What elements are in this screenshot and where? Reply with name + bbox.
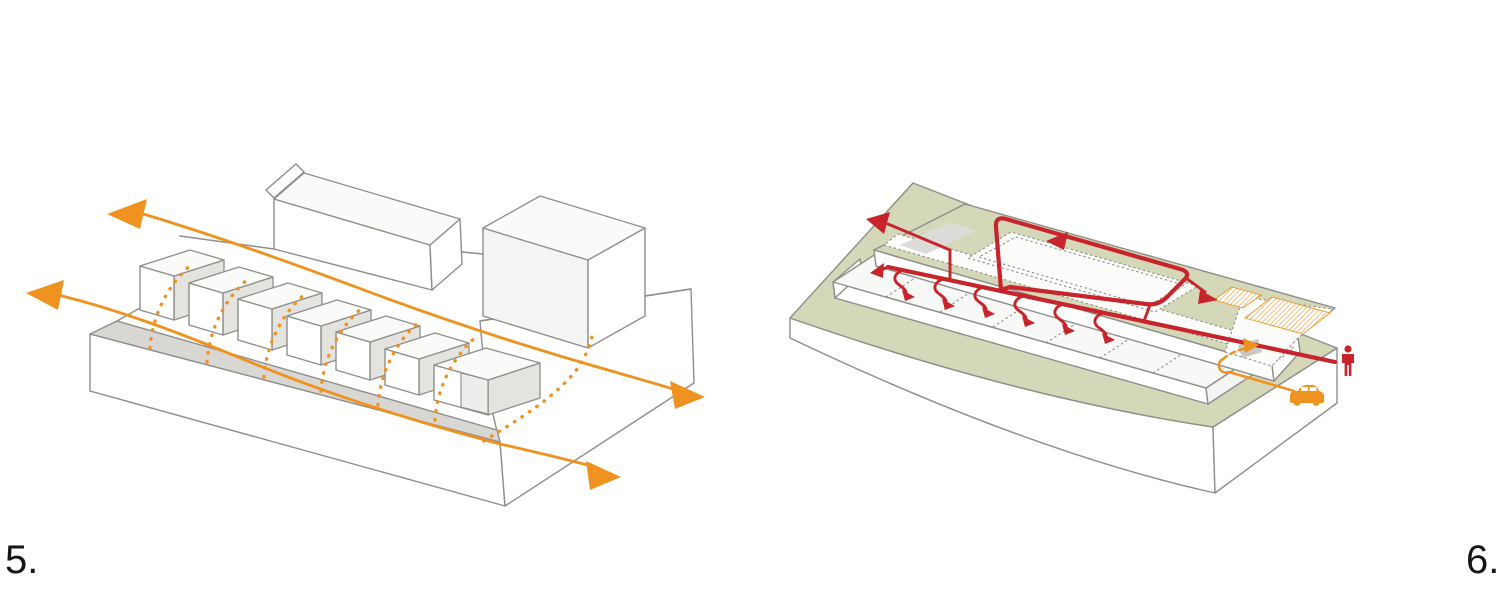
plateau-edge-mid xyxy=(461,251,484,255)
courtyard-loop xyxy=(993,216,1190,307)
branch-to-parking xyxy=(1184,276,1207,294)
circulation-spine xyxy=(885,264,1338,365)
parking-hatch-large xyxy=(1244,296,1331,335)
figure-6-label: 6. xyxy=(1466,538,1500,582)
courtyard-inner-outline xyxy=(977,236,1186,307)
loop-spine-connector xyxy=(1142,303,1152,323)
cube-building-block xyxy=(482,195,646,349)
figure-5-label: 5. xyxy=(5,538,39,582)
parking-arrowhead-icon xyxy=(1198,290,1218,304)
plateau-edge-left xyxy=(179,235,275,250)
wind-flow-upper xyxy=(107,199,705,409)
massing-block xyxy=(188,266,274,336)
arrowhead-right-icon xyxy=(670,381,705,409)
deck-gray-patch xyxy=(900,222,976,254)
figure-6-circulation xyxy=(789,182,1354,494)
entry-arrowhead-icon xyxy=(1243,338,1259,353)
arrowhead-right-icon xyxy=(586,461,621,490)
loop-arrowhead-icon xyxy=(1046,232,1068,250)
exit-northwest xyxy=(886,222,952,282)
vehicle-route xyxy=(1217,338,1296,393)
massing-block-row xyxy=(139,249,541,416)
arrowhead-left-icon xyxy=(26,280,64,310)
exit-arrowhead-icon xyxy=(866,212,890,234)
long-building-block xyxy=(265,163,463,291)
spine-left-arrowhead-icon xyxy=(870,263,884,278)
pedestrian-icon xyxy=(1342,345,1354,376)
arrowhead-left-icon xyxy=(107,199,147,229)
pedestrian-circulation xyxy=(866,212,1338,365)
wind-flow-lower xyxy=(26,280,621,490)
parking-hatch-small xyxy=(1212,286,1263,309)
figure-5-massing-airflow xyxy=(26,163,705,507)
slope-band xyxy=(89,320,501,443)
car-icon xyxy=(1290,385,1324,406)
